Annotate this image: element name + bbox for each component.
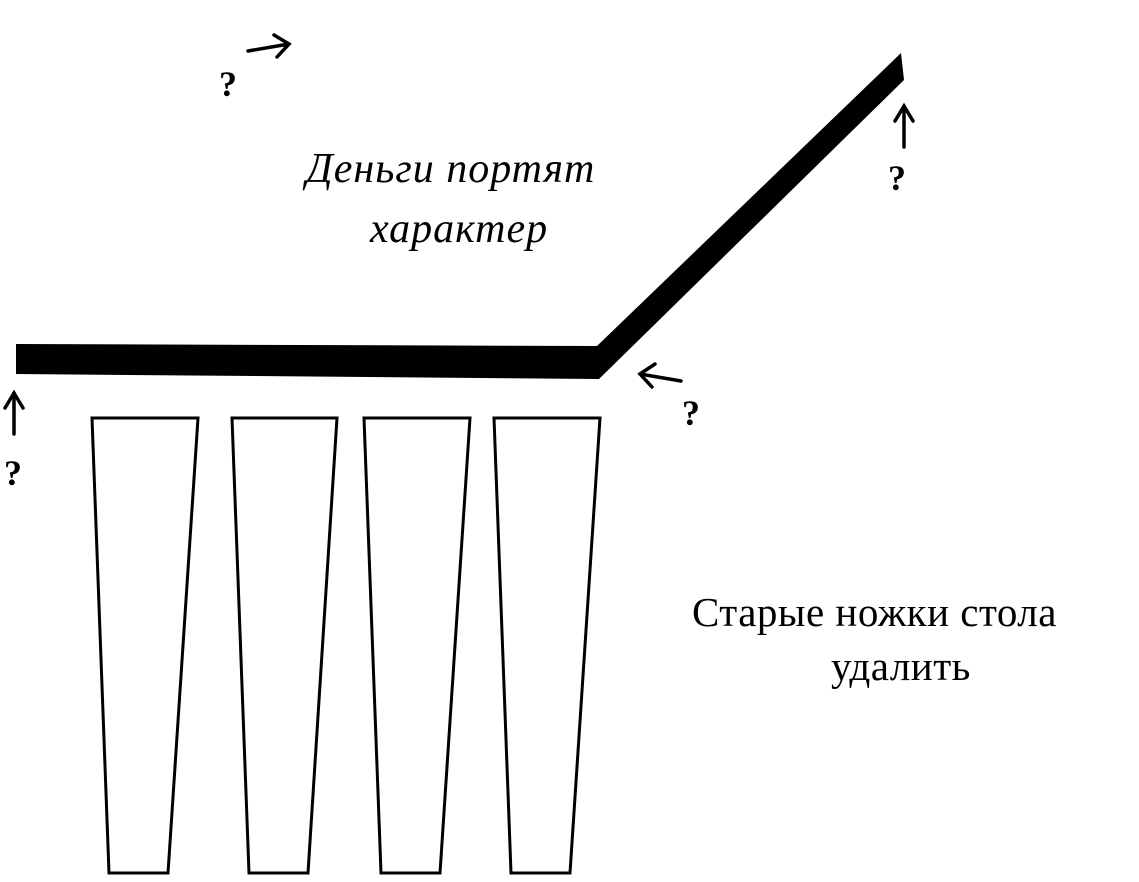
top-caption-line-1: Деньги портят bbox=[306, 146, 596, 192]
question-mark: ? bbox=[888, 158, 906, 198]
table-top-plank bbox=[16, 53, 904, 379]
top-caption-line-2: характер bbox=[370, 206, 549, 252]
bottom-caption-line-1: Старые ножки стола bbox=[692, 589, 1057, 635]
arrow-left-icon bbox=[637, 362, 683, 389]
table-leg-1 bbox=[90, 416, 200, 875]
question-mark: ? bbox=[682, 393, 700, 433]
table-leg-3 bbox=[362, 416, 472, 875]
question-mark: ? bbox=[219, 64, 237, 104]
table-leg-2 bbox=[230, 416, 339, 875]
question-mark: ? bbox=[4, 453, 22, 493]
bottom-caption-line-2: удалить bbox=[831, 643, 971, 689]
arrow-up-icon bbox=[893, 102, 915, 149]
table-leg-4 bbox=[492, 416, 602, 875]
arrow-right-icon bbox=[246, 33, 292, 59]
arrow-up-icon bbox=[3, 389, 25, 436]
